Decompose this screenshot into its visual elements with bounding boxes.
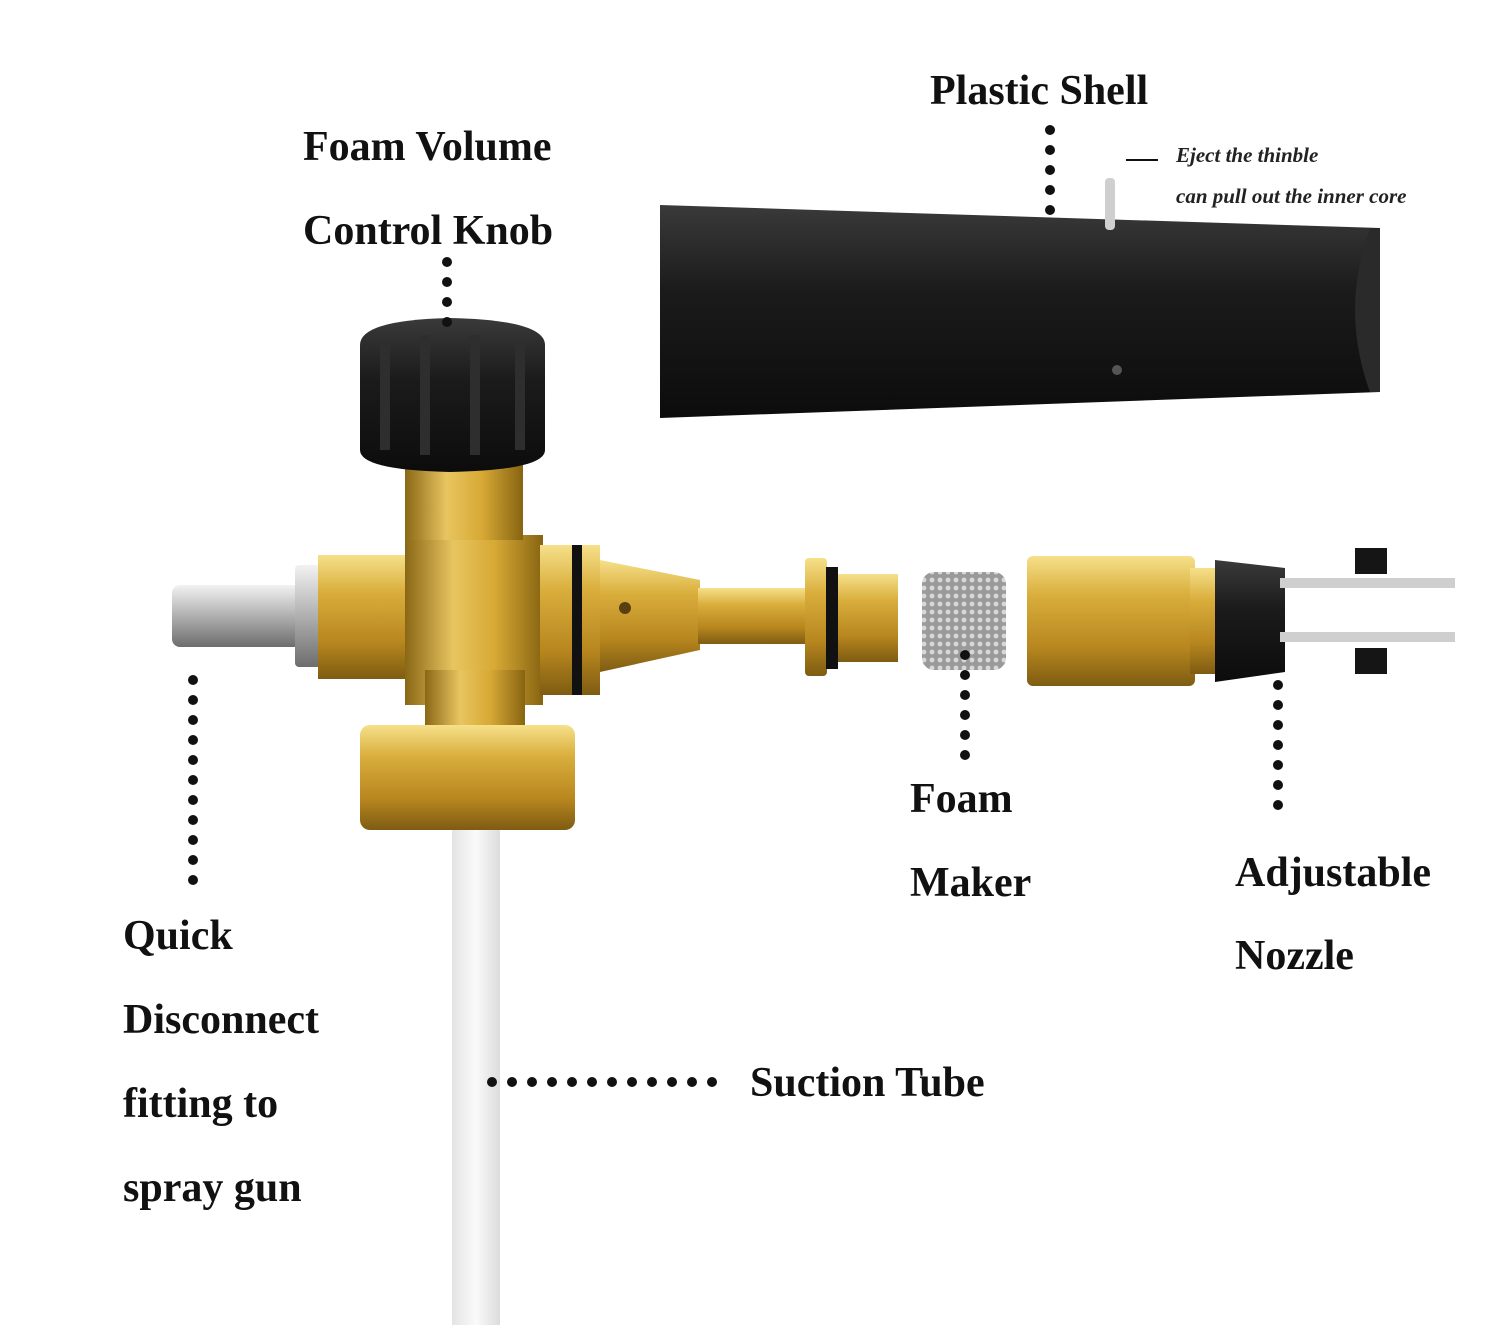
label-adjustable-line1: Adjustable xyxy=(1235,850,1432,896)
leader-suction-tube xyxy=(487,1077,717,1087)
label-quick-line3: fitting to xyxy=(123,1081,279,1127)
label-quick-line2: Disconnect xyxy=(123,997,319,1043)
foam-maker xyxy=(922,572,1006,670)
plastic-shell xyxy=(660,178,1380,418)
label-adjustable-line2: Nozzle xyxy=(1235,933,1354,979)
leader-dots xyxy=(188,125,1283,1087)
label-foam-maker-line2: Maker xyxy=(910,860,1032,906)
leader-quick-disconnect xyxy=(188,675,198,885)
note-eject-line2: can pull out the inner core xyxy=(1176,184,1407,208)
leader-adjustable-nozzle xyxy=(1273,680,1283,810)
leader-foam-volume xyxy=(442,257,452,327)
leader-foam-maker xyxy=(960,650,970,760)
label-plastic-shell: Plastic Shell xyxy=(930,68,1149,114)
label-foam-volume-line1: Foam Volume xyxy=(303,124,552,170)
quick-disconnect-fitting xyxy=(172,565,321,667)
bottom-brass-nut xyxy=(360,670,575,830)
label-suction-tube: Suction Tube xyxy=(750,1060,985,1106)
eject-note-line xyxy=(1126,159,1158,161)
adjustable-nozzle xyxy=(1027,548,1455,686)
brass-body xyxy=(318,450,898,705)
thimble-pin xyxy=(1105,178,1115,230)
label-foam-maker-line1: Foam xyxy=(910,776,1013,822)
label-quick-line4: spray gun xyxy=(123,1165,302,1211)
leader-plastic-shell xyxy=(1045,125,1055,215)
label-foam-volume-line2: Control Knob xyxy=(303,208,554,254)
foam-volume-control-knob xyxy=(360,318,545,472)
note-eject-line1: Eject the thinble xyxy=(1176,143,1319,167)
label-quick-line1: Quick xyxy=(123,913,233,959)
